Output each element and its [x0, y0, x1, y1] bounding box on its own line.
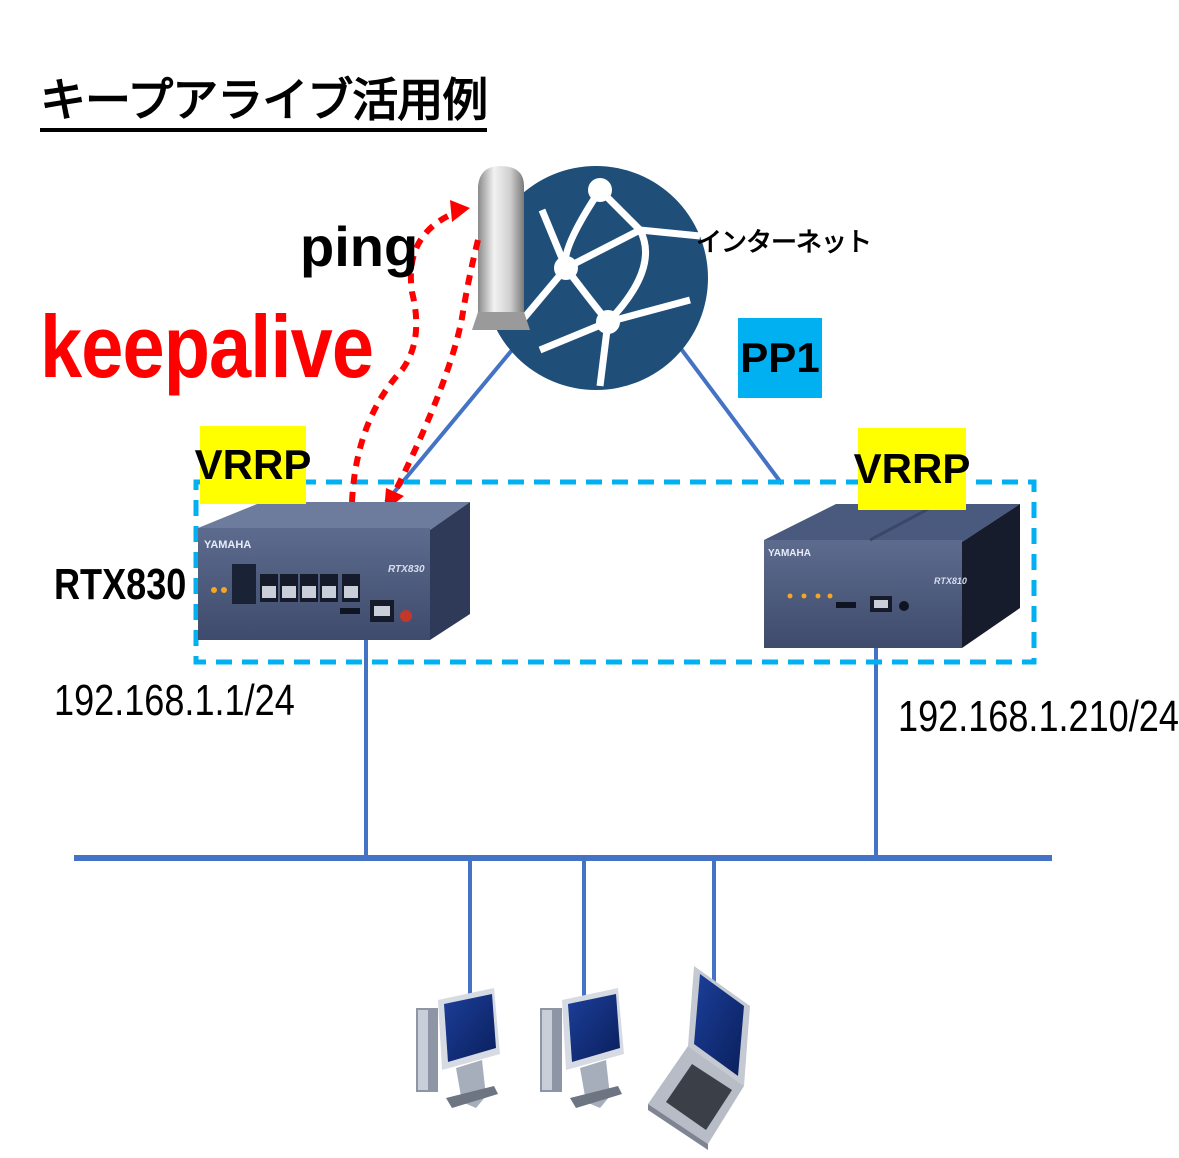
keepalive-arrows — [349, 211, 481, 503]
router-left-label: RTX830 — [54, 560, 187, 609]
ping-out-arrow — [349, 211, 454, 503]
diagram-title: キープアライブ活用例 — [40, 72, 488, 132]
desktop-pc-icon — [540, 988, 624, 1108]
globe-network-icon — [484, 166, 708, 390]
right-router-wan-link — [662, 324, 784, 486]
ping-label: ping — [300, 215, 419, 278]
ip-right-label: 192.168.1.210/24 — [898, 692, 1179, 741]
left-router-wan-link — [384, 336, 524, 504]
wan-lines — [384, 324, 784, 504]
laptop-icon — [648, 966, 750, 1150]
server-icon — [472, 166, 530, 330]
router-left-model-print: RTX830 — [388, 564, 425, 575]
vrrp-tag-right: VRRP — [854, 428, 970, 510]
keepalive-label: keepalive — [40, 297, 374, 396]
ping-out-arrowhead — [450, 200, 470, 222]
router-rtx810: YAMAHA RTX810 — [764, 504, 1020, 648]
desktop-pc-icon — [416, 988, 500, 1108]
ping-reply-arrow — [393, 239, 481, 492]
internet-label: インターネット — [696, 228, 872, 258]
router-rtx830: YAMAHA RTX830 — [198, 502, 470, 640]
router-right-brand: YAMAHA — [768, 548, 811, 559]
lan-lines — [74, 628, 1052, 1012]
pp1-tag: PP1 — [738, 318, 822, 398]
router-left-brand: YAMAHA — [204, 539, 251, 551]
vrrp-group-box — [193, 479, 1037, 665]
vrrp-tag-left: VRRP — [195, 426, 311, 504]
ip-left-label: 192.168.1.1/24 — [54, 676, 295, 725]
router-right-model-print: RTX810 — [934, 576, 967, 586]
